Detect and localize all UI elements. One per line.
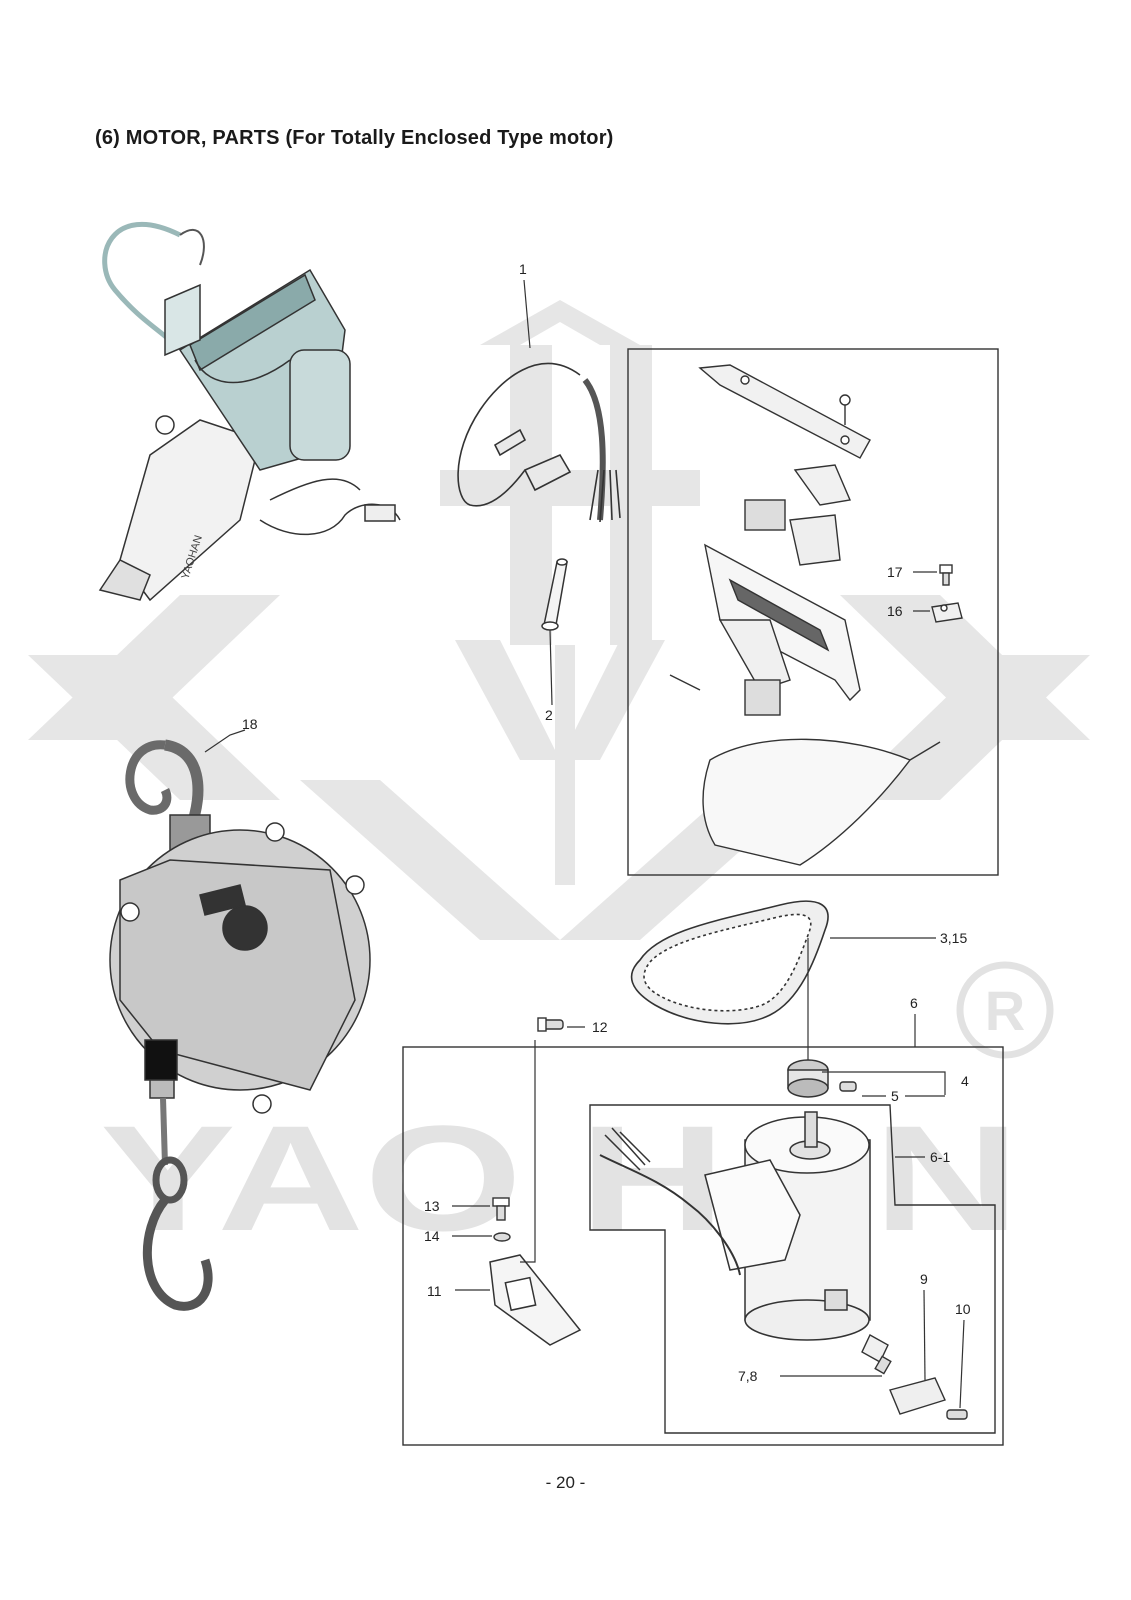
callout-2: 2 [545,707,553,723]
belt-cover-assembly-box [627,348,999,876]
pin-illustration [541,558,568,631]
screw-12-illustration [537,1017,564,1032]
belt-cover-assembly-illustration [669,364,941,866]
page-number: - 20 - [545,1473,586,1492]
callout-4: 4 [961,1073,969,1089]
motor-illustration [599,1111,871,1341]
bracket-16-illustration [931,602,963,623]
callout-10: 10 [955,1301,971,1317]
callout-5: 5 [891,1088,899,1104]
motor-assembly-box [402,1046,1004,1446]
callout-6: 6 [910,995,918,1011]
callout-3-15: 3,15 [940,930,967,946]
brush-cap-9-illustration [889,1377,946,1415]
mount-plate-11-illustration [489,1254,582,1346]
callout-9: 9 [920,1271,928,1287]
spring-balancer-illustration [109,739,371,1311]
pulley-illustration [787,1059,829,1098]
callout-1: 1 [519,261,527,277]
watermark-brand: YAO HAN [100,1094,1020,1262]
page-title: (6) MOTOR, PARTS (For Totally Enclosed T… [95,127,614,149]
callout-11: 11 [427,1283,442,1299]
registered-mark-letter: R [985,979,1025,1042]
callout-12: 12 [592,1019,608,1035]
watermark-brand-text: YAO HAN [100,1094,1020,1262]
brush-holder-illustration [861,1334,892,1375]
callout-7-8: 7,8 [738,1368,758,1384]
set-screw-5-illustration [839,1081,857,1092]
timing-belt-illustration [630,900,829,1025]
machine-overview-illustration [98,221,401,602]
callout-labels: 1 2 3,15 4 5 6 6-1 7,8 9 10 11 12 13 14 … [242,261,971,1384]
screw-13-illustration [492,1197,510,1221]
callout-18: 18 [242,716,258,732]
registered-mark: R [956,961,1054,1059]
screw-10-illustration [946,1409,968,1420]
washer-14-illustration [493,1232,511,1242]
callout-6-1: 6-1 [930,1149,950,1165]
callout-16: 16 [887,603,903,619]
motor-sub-assembly-outline [589,1104,996,1434]
callout-13: 13 [424,1198,440,1214]
callout-17: 17 [887,564,903,580]
power-cord-illustration [457,362,621,523]
callout-14: 14 [424,1228,440,1244]
leader-lines [204,279,965,1409]
screw-17-illustration [939,564,953,586]
